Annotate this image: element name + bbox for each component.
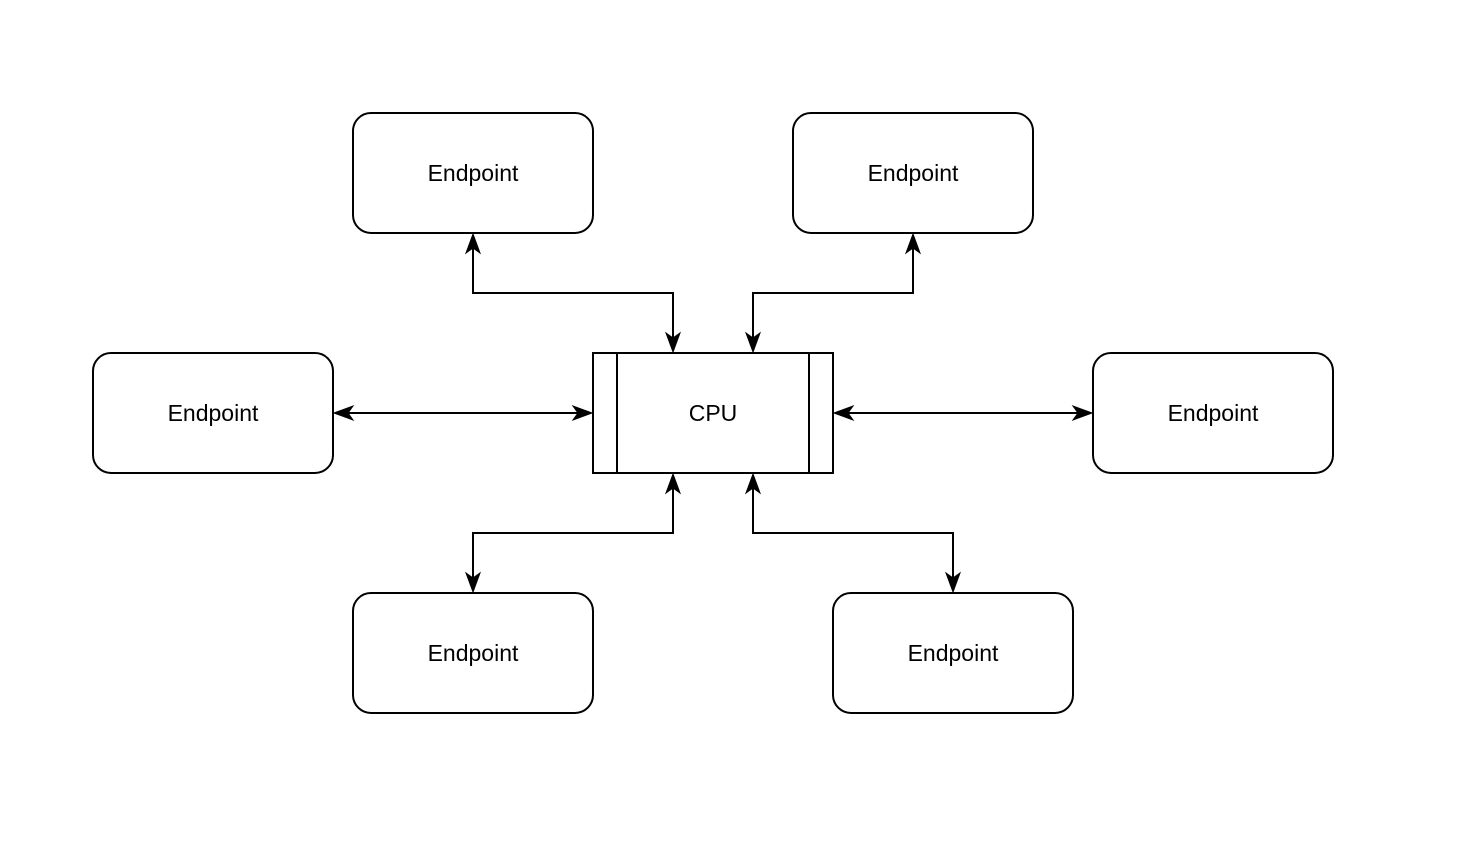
endpoint-label: Endpoint [168, 400, 259, 426]
node-endpoint-bottom-right[interactable]: Endpoint [832, 592, 1074, 714]
nodes: CPU Endpoint Endpoint Endpoint Endpoint … [92, 112, 1334, 714]
arrowhead-at-cpu [664, 472, 682, 495]
endpoint-box [352, 112, 594, 234]
arrowhead-at-endpoint [464, 571, 482, 594]
node-endpoint-left[interactable]: Endpoint [92, 352, 334, 474]
arrowhead-at-cpu [832, 404, 855, 422]
endpoint-box [1092, 352, 1334, 474]
node-endpoint-right[interactable]: Endpoint [1092, 352, 1334, 474]
endpoint-label: Endpoint [908, 640, 999, 666]
endpoint-box [792, 112, 1034, 234]
node-endpoint-top-right[interactable]: Endpoint [792, 112, 1034, 234]
edge-cpu-ep-bottom-right [744, 472, 962, 594]
arrowhead-at-cpu [664, 331, 682, 354]
edge-cpu-ep-top-left [464, 232, 682, 354]
edge-cpu-ep-bottom-left [464, 472, 682, 594]
arrowhead-at-cpu [571, 404, 594, 422]
edge-cpu-ep-right [832, 404, 1094, 422]
endpoint-label: Endpoint [1168, 400, 1259, 426]
arrowhead-at-endpoint [944, 571, 962, 594]
endpoint-box [352, 592, 594, 714]
cpu-label: CPU [689, 400, 738, 426]
cpu-box [592, 352, 834, 474]
endpoint-box [92, 352, 334, 474]
edges [332, 232, 1094, 594]
arrowhead-at-endpoint [464, 232, 482, 255]
node-endpoint-top-left[interactable]: Endpoint [352, 112, 594, 234]
arrowhead-at-endpoint [904, 232, 922, 255]
endpoint-label: Endpoint [428, 160, 519, 186]
arrowhead-at-cpu [744, 331, 762, 354]
arrowhead-at-cpu [744, 472, 762, 495]
node-endpoint-bottom-left[interactable]: Endpoint [352, 592, 594, 714]
endpoint-label: Endpoint [428, 640, 519, 666]
node-cpu[interactable]: CPU [592, 352, 834, 474]
edge-cpu-ep-left [332, 404, 594, 422]
edge-cpu-ep-top-right [744, 232, 922, 354]
arrowhead-at-endpoint [1071, 404, 1094, 422]
arrowhead-at-endpoint [332, 404, 355, 422]
endpoint-box [832, 592, 1074, 714]
endpoint-label: Endpoint [868, 160, 959, 186]
